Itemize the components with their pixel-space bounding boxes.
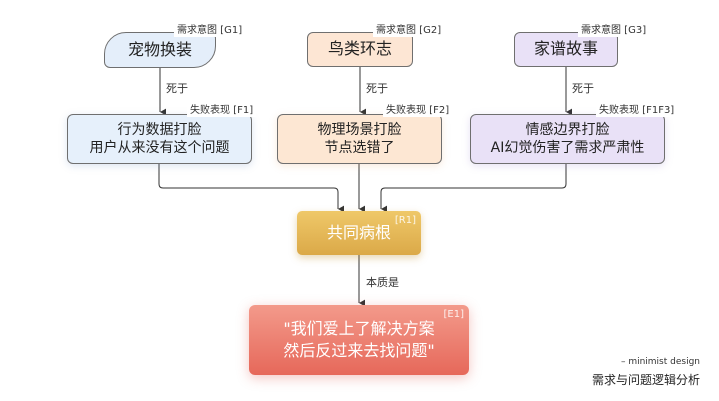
node-e1[interactable]: "我们爱上了解决方案 然后反过来去找问题" [E1] <box>249 305 469 375</box>
node-f2[interactable]: 物理场景打脸 节点选错了 <box>277 114 442 164</box>
node-g1[interactable]: 宠物换装 <box>104 32 216 68</box>
node-f2-line1: 物理场景打脸 <box>317 121 402 138</box>
node-f3[interactable]: 情感边界打脸 AI幻觉伤害了需求严肃性 <box>470 114 665 164</box>
node-f3-line2: AI幻觉伤害了需求严肃性 <box>490 140 645 156</box>
node-f2-line2: 节点选错了 <box>324 140 395 156</box>
node-r1[interactable]: 共同病根 [R1] <box>297 211 421 255</box>
footer-subtitle: – minimist design <box>620 357 700 367</box>
node-g3[interactable]: 家谱故事 <box>514 32 618 67</box>
node-f1-line2: 用户从来没有这个问题 <box>89 140 230 156</box>
node-g2-text: 鸟类环志 <box>327 39 392 59</box>
node-f1-line1: 行为数据打脸 <box>117 121 202 138</box>
node-e1-tag: [E1] <box>443 309 464 320</box>
node-g3-tag: 需求意图 [G3] <box>578 24 650 37</box>
node-g1-text: 宠物换装 <box>127 39 192 59</box>
node-e1-line2: 然后反过来去找问题" <box>283 341 435 360</box>
node-g3-text: 家谱故事 <box>533 39 598 59</box>
node-g2-tag: 需求意图 [G2] <box>373 24 445 37</box>
node-r1-tag: [R1] <box>394 215 416 226</box>
node-e1-line1: "我们爱上了解决方案 <box>283 319 435 339</box>
node-g1-tag: 需求意图 [G1] <box>174 24 246 37</box>
edge-label-g3-f3: 死于 <box>572 82 594 95</box>
footer-title: 需求与问题逻辑分析 <box>591 373 700 387</box>
node-f3-tag: 失败表现 [F1F3] <box>596 104 678 117</box>
edge-label-g2-f2: 死于 <box>366 82 388 95</box>
edge-f3-r1 <box>380 164 567 209</box>
edge-label-g1-f1: 死于 <box>166 82 188 95</box>
edge-f1-r1 <box>158 164 338 209</box>
node-f2-tag: 失败表现 [F2] <box>383 104 453 117</box>
node-f1[interactable]: 行为数据打脸 用户从来没有这个问题 <box>67 114 252 164</box>
edge-label-r1-e1: 本质是 <box>366 276 399 289</box>
node-g2[interactable]: 鸟类环志 <box>307 32 413 67</box>
node-r1-text: 共同病根 <box>326 222 391 242</box>
node-f3-line1: 情感边界打脸 <box>525 121 610 138</box>
node-f1-tag: 失败表现 [F1] <box>187 104 257 117</box>
